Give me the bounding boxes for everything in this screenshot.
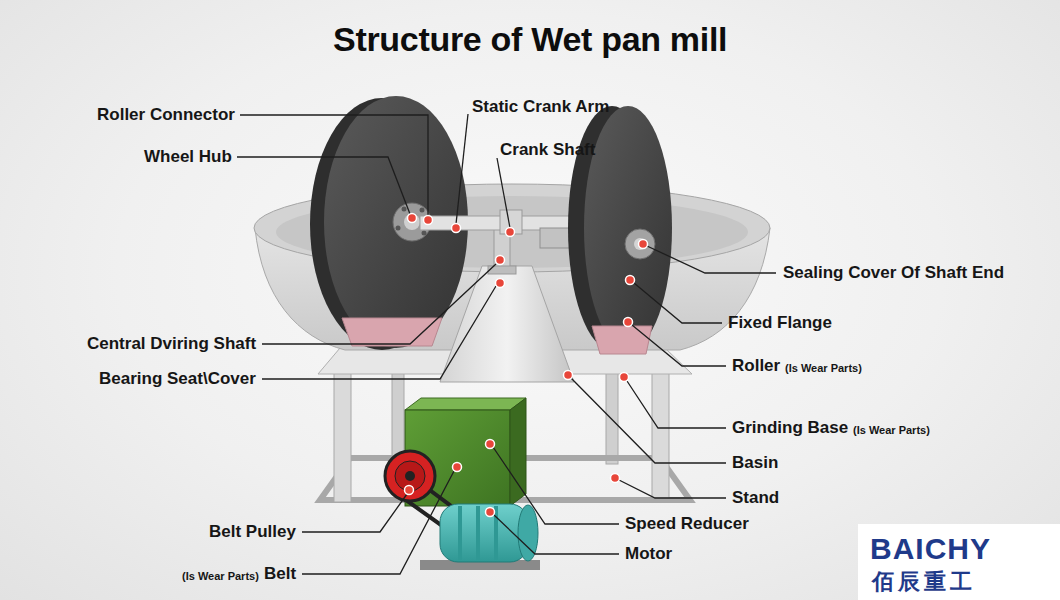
leader-dots-part	[496, 256, 505, 265]
drive-unit-part	[385, 451, 435, 501]
leader-lines	[237, 114, 776, 574]
drive-unit-part	[405, 471, 415, 481]
leader-lines-part	[627, 381, 726, 428]
part-label: Central Dviring Shaft	[87, 334, 256, 354]
leader-dots-part	[486, 508, 495, 517]
leader-lines-part	[647, 246, 776, 273]
left-roller-part	[342, 318, 442, 346]
part-label: Static Crank Arm	[472, 97, 609, 117]
part-label: Stand	[732, 488, 779, 508]
leader-lines-part	[262, 286, 496, 379]
stand-frame-part	[392, 368, 404, 464]
part-label: Grinding Base	[732, 418, 848, 438]
drive-unit-part	[518, 505, 538, 561]
leader-lines-part	[302, 494, 407, 532]
part-label: Crank Shaft	[500, 140, 595, 160]
part-label: Wheel Hub	[144, 147, 232, 167]
part-label: Fixed Flange	[728, 313, 832, 333]
leader-lines-part	[571, 378, 726, 463]
left-roller-part	[420, 208, 425, 213]
wear-note: (Is Wear Parts)	[853, 424, 930, 437]
leader-lines-part	[494, 515, 619, 554]
part-label: Roller Connector	[97, 105, 235, 125]
leader-dots-part	[564, 371, 573, 380]
leader-dots-part	[486, 440, 495, 449]
stand-frame-part	[652, 372, 669, 498]
leader-lines-part	[302, 471, 454, 574]
left-roller-part	[422, 231, 427, 236]
brand-logo: BAICHY	[870, 532, 991, 567]
leader-dots-part	[639, 240, 648, 249]
leader-dots-part	[620, 373, 629, 382]
leader-lines-part	[262, 264, 496, 344]
leader-lines-part	[240, 115, 428, 216]
part-label: Belt Pulley	[209, 522, 296, 542]
right-roller-part	[584, 106, 672, 350]
left-roller-part	[396, 226, 401, 231]
leader-dots-part	[452, 224, 461, 233]
leader-dots-part	[453, 463, 462, 472]
part-label: Roller	[732, 356, 780, 376]
drive-unit-part	[405, 398, 526, 410]
leader-lines-part	[456, 114, 468, 224]
part-label: Sealing Cover Of Shaft End	[783, 263, 1004, 283]
drive-unit-part	[476, 506, 480, 560]
drive-unit-part	[458, 506, 462, 560]
leader-dots-part	[496, 279, 505, 288]
leader-dots-part	[506, 228, 515, 237]
wear-note: (Is Wear Parts)	[785, 362, 862, 375]
leader-dots-part	[405, 486, 414, 495]
part-label: Bearing Seat\Cover	[99, 369, 256, 389]
right-roller-part	[592, 326, 652, 354]
central-cone-part	[440, 266, 574, 382]
leader-dots-part	[624, 318, 633, 327]
part-label: Belt	[264, 564, 296, 584]
wear-note: (Is Wear Parts)	[182, 570, 259, 583]
drive-unit-part	[440, 504, 528, 562]
stand-frame-part	[334, 372, 351, 502]
left-roller-part	[402, 207, 407, 212]
leader-lines-part	[634, 283, 722, 323]
leader-lines-part	[632, 325, 726, 366]
leader-lines-part	[237, 157, 410, 214]
drive-unit-part	[510, 398, 526, 506]
right-roller-part	[625, 229, 655, 259]
part-label: Speed Reducer	[625, 514, 749, 534]
leader-dots-part	[611, 474, 620, 483]
leader-dots-part	[408, 214, 417, 223]
leader-dots	[405, 214, 648, 517]
drive-unit	[385, 398, 540, 570]
leader-dots-part	[626, 276, 635, 285]
leader-lines-part	[497, 158, 510, 228]
part-label: Motor	[625, 544, 672, 564]
leader-lines-part	[619, 480, 726, 498]
left-roller-part	[404, 214, 420, 230]
logo-ground	[858, 524, 1060, 600]
leader-lines-part	[493, 447, 619, 524]
part-label: Basin	[732, 453, 778, 473]
diagram-title: Structure of Wet pan mill	[333, 20, 727, 59]
brand-logo-cjk: 佰辰重工	[872, 569, 976, 594]
leader-dots-part	[424, 216, 433, 225]
